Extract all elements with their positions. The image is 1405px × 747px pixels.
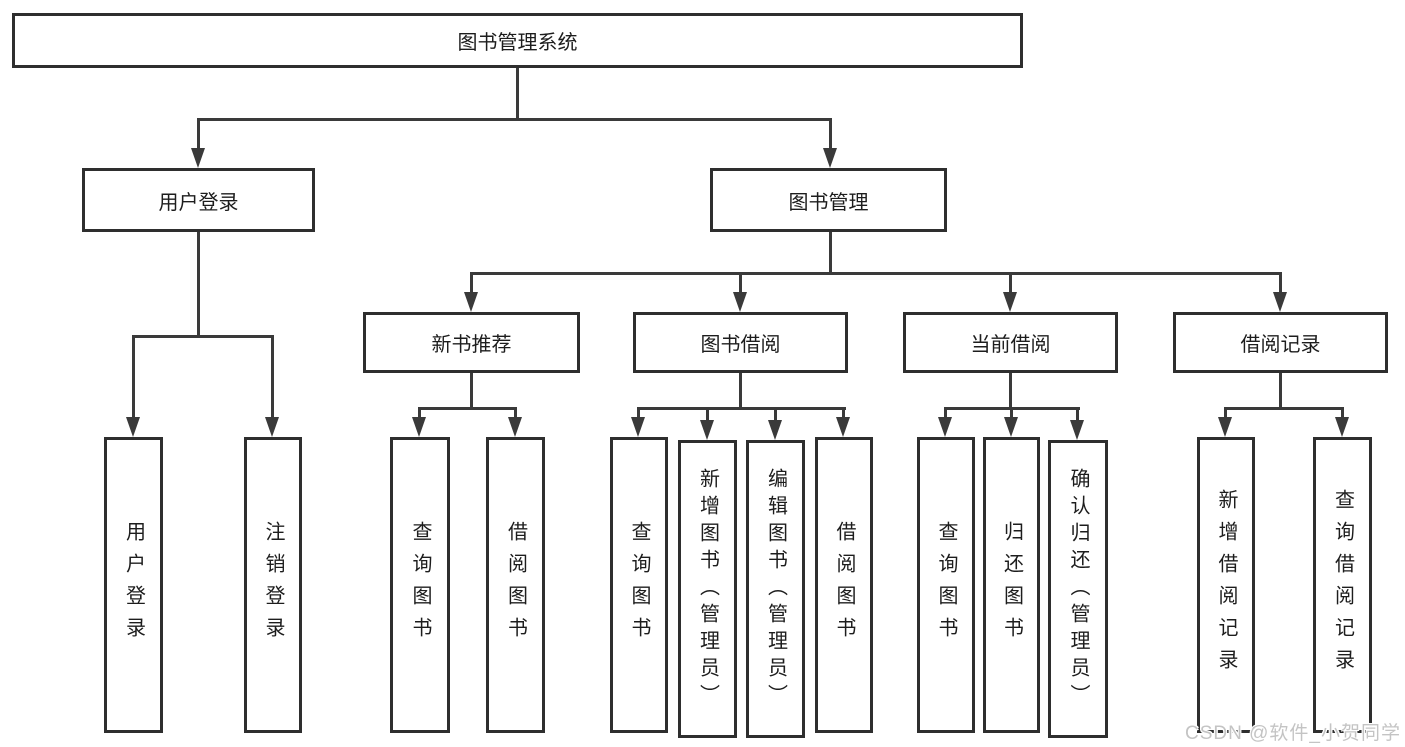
arrow-down-icon [823,148,837,168]
leaf-logout: 注销登录 [244,437,302,733]
connector-line [1076,407,1079,432]
leaf-borrow-borrow-label: 借阅图书 [833,521,855,649]
connector-line [271,335,274,427]
leaf-current-confirm-label: 确认归还（管理员） [1067,467,1089,711]
arrow-down-icon [1003,292,1017,312]
node-new-book-recommend: 新书推荐 [363,312,580,373]
connector-line [418,407,517,410]
connector-line [1009,373,1012,407]
arrow-down-icon [1335,417,1349,437]
connector-line [774,407,777,432]
node-current-borrow-label: 当前借阅 [970,334,1051,356]
arrow-down-icon [191,148,205,168]
connector-line [739,272,742,302]
leaf-user-login: 用户登录 [104,437,163,733]
node-new-book-recommend-label: 新书推荐 [431,334,512,356]
leaf-borrow-edit: 编辑图书（管理员） [746,440,805,738]
connector-line [1279,272,1282,302]
leaf-logout-label: 注销登录 [262,521,284,649]
connector-line [470,272,473,302]
leaf-newbook-borrow-label: 借阅图书 [504,521,527,649]
connector-line [470,272,1281,275]
connector-line [197,232,200,335]
leaf-borrow-query: 查询图书 [610,437,668,733]
leaf-record-query: 查询借阅记录 [1313,437,1372,733]
connector-line [706,407,709,432]
arrow-down-icon [1004,417,1018,437]
arrow-down-icon [1218,417,1232,437]
connector-line [197,118,832,121]
arrow-down-icon [265,417,279,437]
connector-line [132,335,135,427]
arrow-down-icon [631,417,645,437]
arrow-down-icon [768,420,782,440]
arrow-down-icon [1273,292,1287,312]
leaf-current-return: 归还图书 [983,437,1040,733]
connector-line [1279,373,1282,407]
leaf-record-add-label: 新增借阅记录 [1215,489,1237,681]
connector-line [197,118,200,158]
leaf-borrow-add: 新增图书（管理员） [678,440,737,738]
leaf-newbook-query: 查询图书 [390,437,450,733]
node-book-borrow-label: 图书借阅 [700,334,781,356]
connector-line [1009,272,1012,302]
node-book-management-label: 图书管理 [788,191,869,214]
arrow-down-icon [836,417,850,437]
node-book-management: 图书管理 [710,168,947,232]
leaf-user-login-label: 用户登录 [122,521,145,649]
connector-line [829,118,832,158]
node-root: 图书管理系统 [12,13,1023,68]
leaf-record-add: 新增借阅记录 [1197,437,1255,733]
connector-line [132,335,274,338]
arrow-down-icon [464,292,478,312]
node-user-login-label: 用户登录 [158,191,239,214]
node-current-borrow: 当前借阅 [903,312,1118,373]
leaf-borrow-edit-label: 编辑图书（管理员） [764,467,787,711]
leaf-current-query-label: 查询图书 [935,521,957,649]
connector-line [829,232,832,272]
connector-line [739,373,742,407]
node-borrow-records: 借阅记录 [1173,312,1388,373]
connector-line [470,373,473,407]
connector-line [1224,407,1344,410]
leaf-borrow-query-label: 查询图书 [628,521,650,649]
node-root-label: 图书管理系统 [457,32,578,54]
arrow-down-icon [733,292,747,312]
leaf-record-query-label: 查询借阅记录 [1331,489,1354,681]
node-user-login: 用户登录 [82,168,315,232]
connector-line [516,68,519,118]
arrow-down-icon [938,417,952,437]
arrow-down-icon [508,417,522,437]
arrow-down-icon [126,417,140,437]
leaf-borrow-add-label: 新增图书（管理员） [696,467,719,711]
node-borrow-records-label: 借阅记录 [1240,334,1321,356]
leaf-current-return-label: 归还图书 [1000,521,1023,649]
arrow-down-icon [700,420,714,440]
connector-line [637,407,846,410]
leaf-newbook-borrow: 借阅图书 [486,437,545,733]
node-book-borrow: 图书借阅 [633,312,848,373]
leaf-current-confirm: 确认归还（管理员） [1048,440,1108,738]
leaf-borrow-borrow: 借阅图书 [815,437,873,733]
csdn-watermark: CSDN @软件_小贺同学 [1185,723,1401,744]
leaf-current-query: 查询图书 [917,437,975,733]
leaf-newbook-query-label: 查询图书 [409,521,431,649]
arrow-down-icon [412,417,426,437]
arrow-down-icon [1070,420,1084,440]
